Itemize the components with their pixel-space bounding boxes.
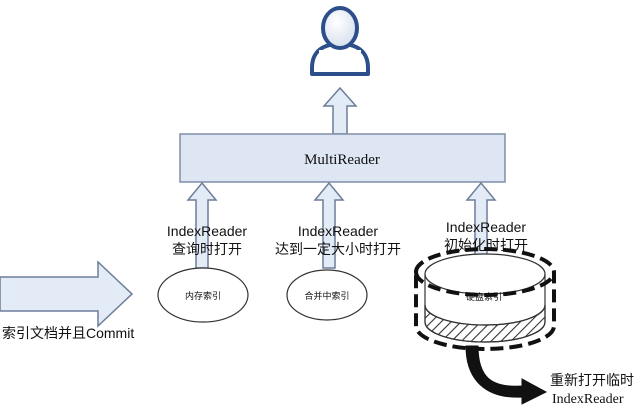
merging-index-label: 合并中索引 [304, 290, 349, 301]
multireader-label: MultiReader [304, 152, 380, 168]
reader-title-2: IndexReader [298, 223, 379, 239]
memory-index [157, 267, 249, 323]
user-icon [310, 6, 370, 76]
multireader-box [179, 133, 506, 183]
reader-subtitle-1: 查询时打开 [172, 241, 242, 258]
arrow-up-merging [313, 181, 345, 269]
reader-title-1: IndexReader [167, 223, 248, 239]
reopen-label-line2: IndexReader [552, 392, 624, 407]
disk-dashed-outline [414, 247, 556, 351]
arrow-up-memory [186, 181, 218, 269]
memory-index-label: 内存索引 [185, 290, 221, 301]
reopen-arrow [465, 345, 548, 405]
input-label: 索引文档并且Commit [2, 325, 134, 341]
merging-index [286, 269, 368, 321]
reader-title-3: IndexReader [446, 219, 527, 235]
disk-index-label: 硬盘索引 [466, 291, 502, 302]
reader-subtitle-2: 达到一定大小时打开 [275, 241, 401, 258]
arrow-up-to-user [322, 86, 358, 135]
reopen-label-line1: 重新打开临时 [550, 372, 634, 389]
input-arrow [0, 260, 134, 328]
